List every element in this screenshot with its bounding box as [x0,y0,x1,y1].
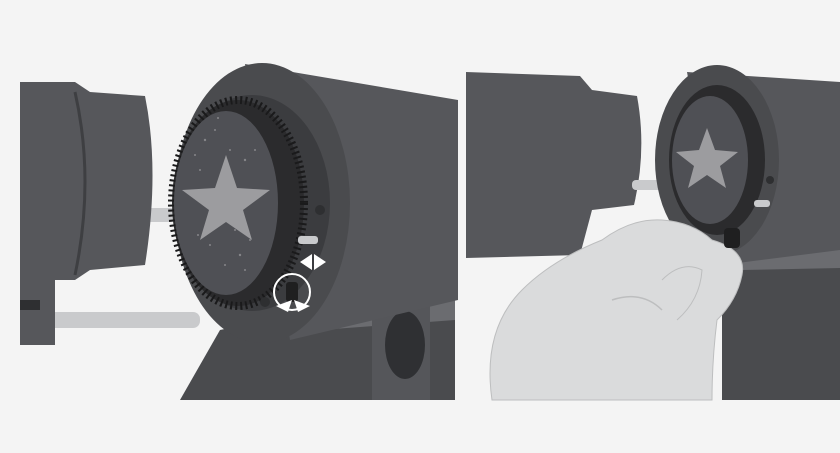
scope-illustration-left [0,0,458,453]
side-pin [298,236,318,244]
adjust-knob [286,282,298,302]
screw-top [315,205,325,215]
illustration-panel-right [462,0,840,453]
rod-lower [40,312,200,328]
screw-top [766,176,774,184]
scope-illustration-right [462,0,840,453]
side-pin [754,200,770,207]
screw-bottom [260,297,270,307]
adjust-knob [724,228,740,248]
clamp-knob [385,311,425,379]
illustration-panel-left [0,0,458,453]
